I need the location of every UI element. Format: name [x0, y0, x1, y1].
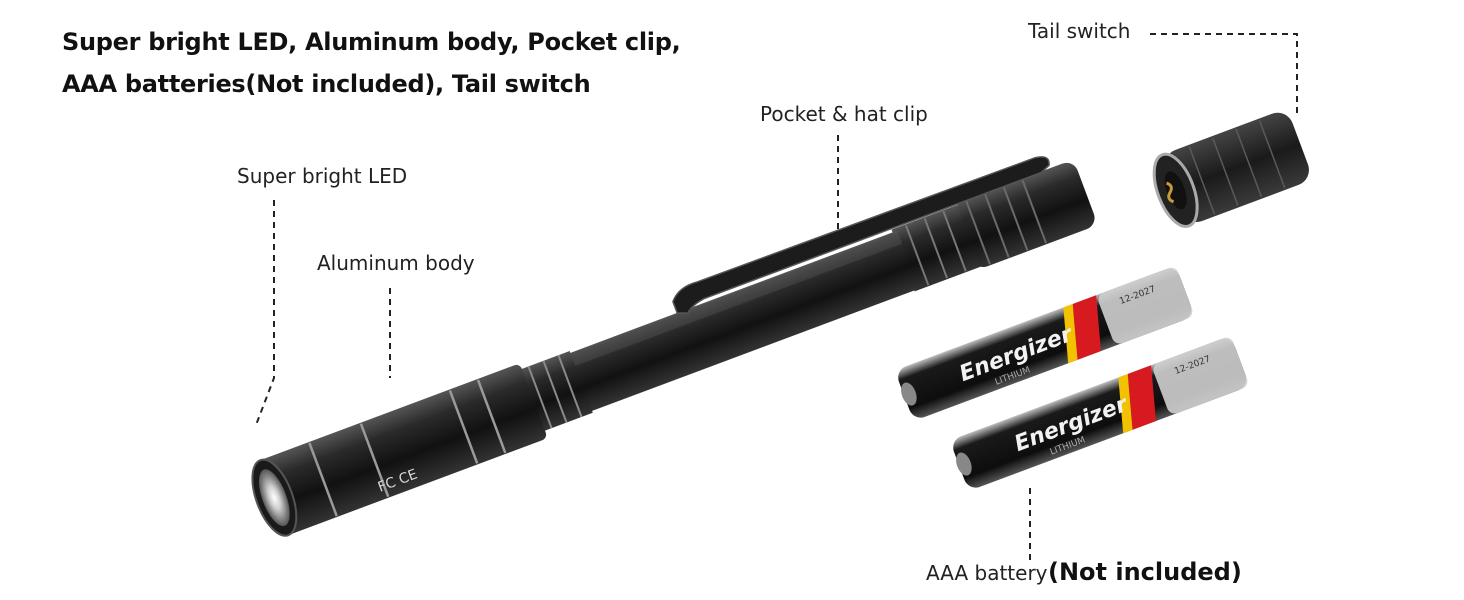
- aaa-battery-2: Energizer LITHIUM 12-2027: [953, 337, 1248, 488]
- callout-tail-switch: Tail switch: [1028, 19, 1131, 43]
- flashlight-head: [259, 364, 547, 535]
- headline-line-2: AAA batteries(Not included), Tail switch: [62, 70, 591, 98]
- pocket-clip: [672, 156, 1050, 314]
- tail-switch-cap: [1152, 112, 1309, 228]
- flashlight-tail: [955, 162, 1095, 268]
- flashlight: [251, 156, 1095, 537]
- callout-not-included: (Not included): [1048, 558, 1242, 586]
- flashlight-body-tube: [564, 230, 919, 414]
- callout-aaa-battery: AAA battery: [926, 561, 1048, 585]
- callout-super-bright-led: Super bright LED: [237, 164, 408, 188]
- leader-tail-switch: [1150, 33, 1298, 118]
- headline-line-1: Super bright LED, Aluminum body, Pocket …: [62, 28, 681, 56]
- leader-super-bright-led: [255, 200, 275, 426]
- leader-lines: [255, 33, 1298, 562]
- callout-aluminum-body: Aluminum body: [317, 251, 475, 275]
- tail-spring: [1165, 181, 1175, 204]
- led-lens: [258, 469, 290, 527]
- callout-pocket-hat-clip: Pocket & hat clip: [760, 102, 928, 126]
